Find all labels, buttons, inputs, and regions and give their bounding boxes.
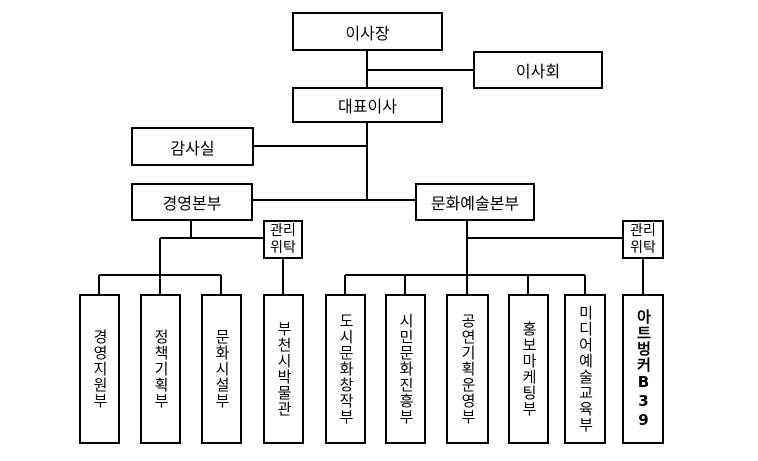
dept-performance-planning: 공연기획운영부 (446, 294, 489, 444)
board-box: 이사회 (473, 51, 603, 89)
ceo-box: 대표이사 (292, 87, 443, 123)
dept-label: 아트벙커B39 (634, 308, 653, 430)
culture-hq-box: 문화예술본부 (415, 183, 535, 221)
dept-label: 정책기획부 (152, 329, 170, 409)
dept-management-support: 경영지원부 (79, 294, 120, 444)
dept-label: 경영지원부 (91, 329, 109, 409)
dept-urban-culture-creation: 도시문화창작부 (325, 294, 366, 444)
management-hq-box: 경영본부 (131, 183, 253, 221)
management-outsourced-tag: 관리 위탁 (263, 220, 303, 259)
dept-policy-planning: 정책기획부 (140, 294, 181, 444)
dept-cultural-facilities: 문화시설부 (201, 294, 242, 444)
dept-pr-marketing: 홍보마케팅부 (508, 294, 549, 444)
dept-media-art-education: 미디어예술교육부 (564, 294, 606, 444)
culture-outsourced-tag: 관리 위탁 (622, 220, 664, 259)
dept-label: 문화시설부 (213, 329, 231, 409)
dept-bucheon-museum: 부천시박물관 (263, 294, 304, 444)
dept-label: 도시문화창작부 (337, 313, 355, 425)
chairman-box: 이사장 (292, 12, 443, 51)
dept-citizen-culture-promotion: 시민문화진흥부 (385, 294, 426, 444)
dept-label: 공연기획운영부 (459, 313, 477, 425)
dept-label: 홍보마케팅부 (520, 321, 538, 417)
dept-label: 미디어예술교육부 (576, 305, 595, 433)
dept-label: 부천시박물관 (275, 321, 293, 417)
audit-box: 감사실 (131, 127, 254, 166)
dept-label: 시민문화진흥부 (397, 313, 415, 425)
dept-art-bunker-b39: 아트벙커B39 (622, 294, 664, 444)
